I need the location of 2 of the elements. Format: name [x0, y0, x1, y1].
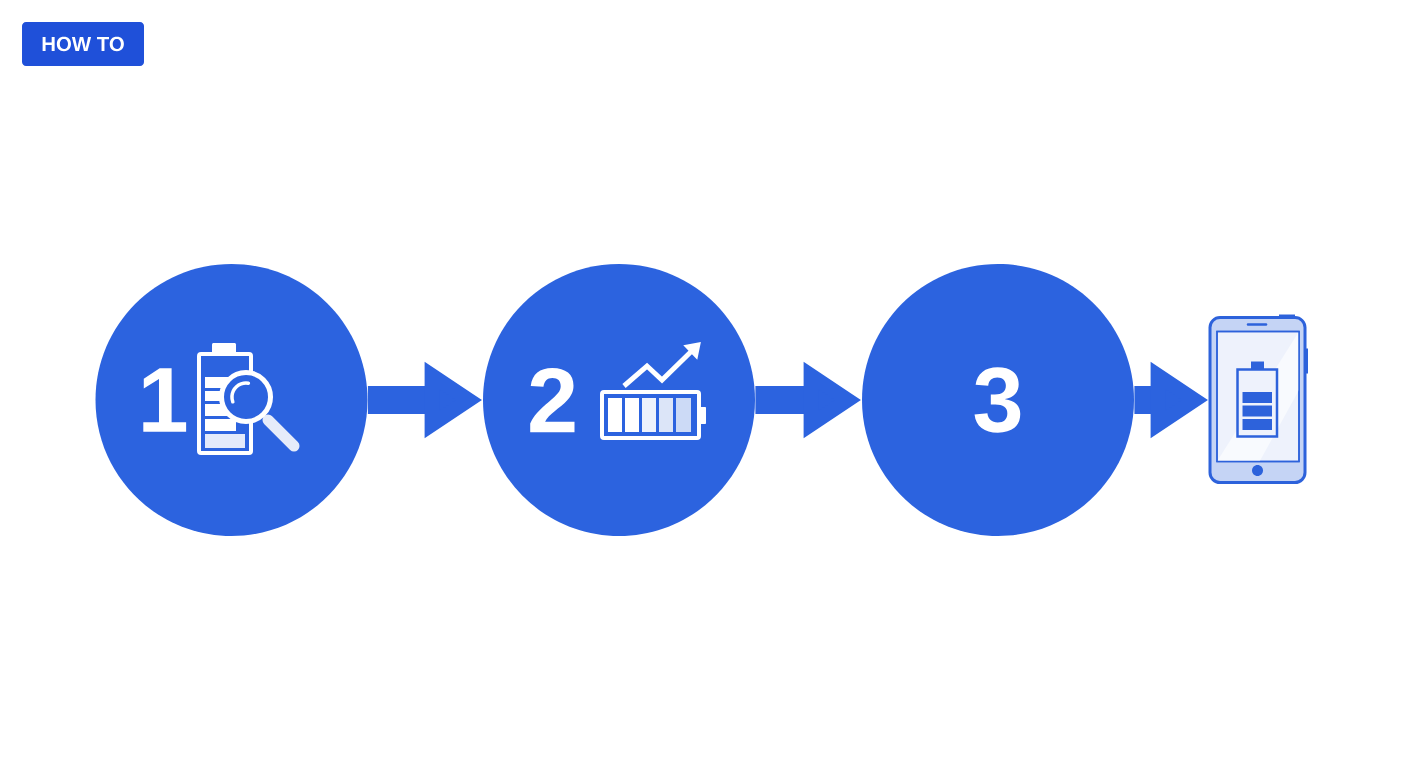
- phone-picture: [1208, 314, 1308, 484]
- tag-badge: HOW TO: [22, 22, 144, 66]
